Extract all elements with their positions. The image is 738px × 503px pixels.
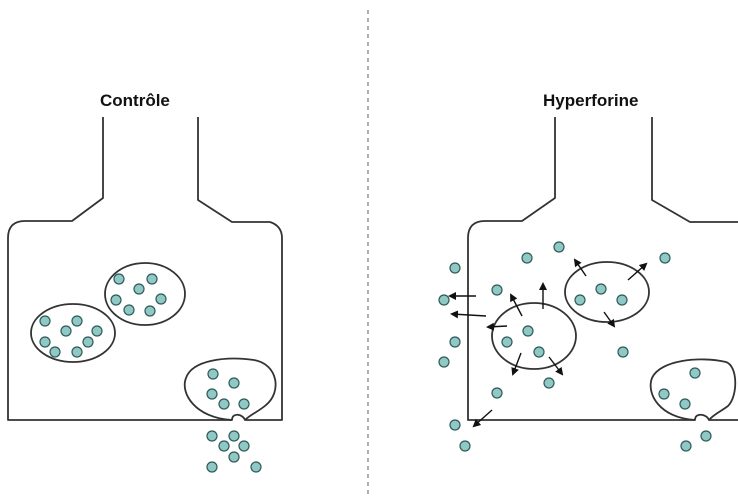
neurotransmitter-group: [39, 241, 712, 473]
neurotransmitter-dot: [218, 398, 230, 410]
leak-arrow: [450, 310, 487, 319]
neurotransmitter-dot: [206, 461, 218, 473]
neurotransmitter-dot: [39, 315, 51, 327]
neurotransmitter-dot: [71, 346, 83, 358]
neurotransmitter-dot: [680, 440, 692, 452]
leak-arrow: [511, 352, 522, 376]
synaptic-vesicle: [30, 303, 116, 363]
synaptic-vesicle: [104, 262, 186, 326]
neurotransmitter-dot: [438, 294, 450, 306]
neurotransmitter-dot: [617, 346, 629, 358]
neurotransmitter-dot: [459, 440, 471, 452]
neurotransmitter-dot: [123, 304, 135, 316]
neurotransmitter-dot: [155, 293, 167, 305]
neurotransmitter-dot: [228, 377, 240, 389]
neurotransmitter-dot: [228, 451, 240, 463]
neurotransmitter-dot: [449, 262, 461, 274]
neurotransmitter-dot: [521, 252, 533, 264]
leak-arrow: [548, 356, 564, 376]
terminal-outline-right: [467, 117, 738, 421]
neurotransmitter-dot: [553, 241, 565, 253]
neurotransmitter-dot: [206, 388, 218, 400]
leak-arrow: [510, 293, 523, 317]
terminal-outline-left: [7, 117, 283, 421]
neurotransmitter-dot: [207, 368, 219, 380]
fusing-vesicle-membrane-left: [183, 357, 277, 421]
neurotransmitter-dot: [206, 430, 218, 442]
synaptic-vesicle: [564, 261, 650, 323]
neurotransmitter-dot: [144, 305, 156, 317]
neurotransmitter-dot: [228, 430, 240, 442]
neurotransmitter-dot: [533, 346, 545, 358]
neurotransmitter-dot: [250, 461, 262, 473]
neurotransmitter-dot: [60, 325, 72, 337]
fusing-vesicle-membrane-right: [649, 358, 737, 421]
neurotransmitter-dot: [700, 430, 712, 442]
leak-arrow: [627, 262, 648, 281]
neurotransmitter-dot: [574, 294, 586, 306]
neurotransmitter-dot: [501, 336, 513, 348]
neurotransmitter-dot: [659, 252, 671, 264]
neurotransmitter-dot: [133, 283, 145, 295]
neurotransmitter-dot: [71, 315, 83, 327]
neurotransmitter-dot: [658, 388, 670, 400]
panel-title-hyperforin: Hyperforine: [543, 91, 639, 110]
neurotransmitter-dot: [238, 440, 250, 452]
leak-arrow: [486, 322, 508, 331]
synaptic-vesicle: [491, 302, 577, 370]
neurotransmitter-dot: [82, 336, 94, 348]
neurotransmitter-dot: [595, 283, 607, 295]
leak-arrow: [603, 311, 616, 328]
neurotransmitter-dot: [113, 273, 125, 285]
neurotransmitter-dot: [438, 356, 450, 368]
panel-title-control: Contrôle: [100, 91, 170, 110]
neurotransmitter-dot: [679, 398, 691, 410]
neurotransmitter-dot: [616, 294, 628, 306]
neurotransmitter-dot: [218, 440, 230, 452]
neurotransmitter-dot: [39, 336, 51, 348]
leak-arrow: [472, 409, 493, 428]
neurotransmitter-dot: [689, 367, 701, 379]
neurotransmitter-dot: [491, 284, 503, 296]
neurotransmitter-dot: [522, 325, 534, 337]
neurotransmitter-dot: [491, 387, 503, 399]
leak-arrow: [573, 258, 587, 277]
neurotransmitter-dot: [543, 377, 555, 389]
neurotransmitter-dot: [91, 325, 103, 337]
neurotransmitter-dot: [49, 346, 61, 358]
neurotransmitter-dot: [449, 336, 461, 348]
neurotransmitter-dot: [238, 398, 250, 410]
leak-arrows: [448, 258, 648, 428]
neurotransmitter-dot: [449, 419, 461, 431]
neurotransmitter-dot: [146, 273, 158, 285]
neurotransmitter-dot: [110, 294, 122, 306]
